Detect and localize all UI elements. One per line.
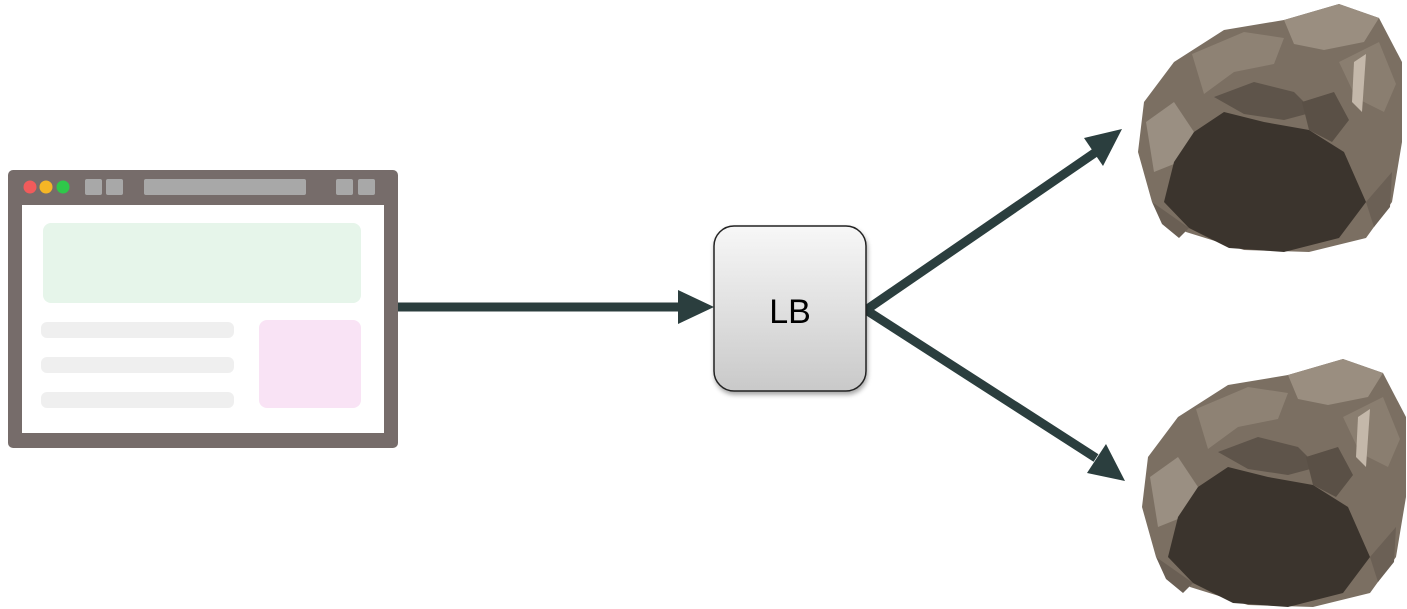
load-balancer-label: LB	[769, 293, 811, 331]
load-balancer-node: LB	[713, 225, 867, 392]
rock-icon	[1138, 4, 1402, 252]
rock-icon	[1142, 359, 1406, 607]
browser-window-icon	[8, 170, 398, 448]
arrow-browser-to-lb	[398, 290, 714, 324]
arrow-lb-to-server-top	[863, 129, 1122, 314]
arrow-lb-to-server-bottom	[863, 306, 1125, 481]
